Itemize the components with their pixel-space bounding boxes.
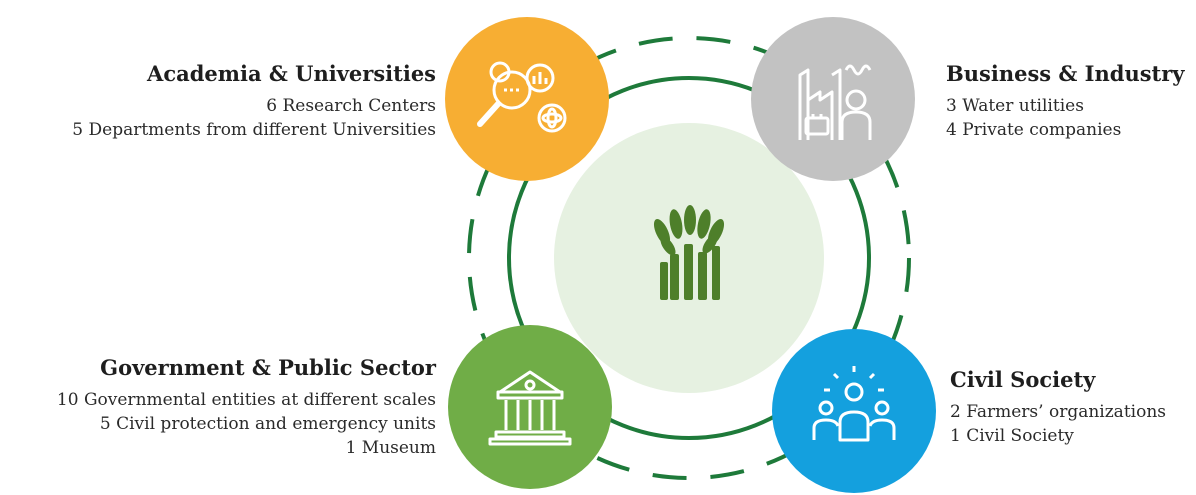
academia-title: Academia & Universities <box>147 61 436 86</box>
business-line-2: 4 Private companies <box>946 120 1122 140</box>
business-node <box>751 17 915 181</box>
factory-briefcase-person-icon <box>798 64 872 140</box>
academia-line-2: 5 Departments from different Universitie… <box>72 120 436 140</box>
business-title: Business & Industry <box>946 61 1185 86</box>
civil-title: Civil Society <box>950 367 1096 392</box>
research-gear-magnifier-icon <box>477 61 567 133</box>
government-group: Government & Public Sector 10 Government… <box>57 354 436 460</box>
academia-group: Academia & Universities 6 Research Cente… <box>72 60 436 142</box>
government-line-3: 1 Museum <box>345 438 436 458</box>
inner-solid-ring <box>507 76 871 440</box>
civil-line-2: 1 Civil Society <box>950 426 1074 446</box>
academia-node <box>445 17 609 181</box>
outer-dashed-ring <box>467 36 911 480</box>
raised-hands-tree-icon <box>653 205 725 300</box>
government-line-1: 10 Governmental entities at different sc… <box>56 390 436 410</box>
government-building-icon <box>488 370 572 446</box>
academia-line-1: 6 Research Centers <box>266 96 436 116</box>
civil-line-1: 2 Farmers’ organizations <box>950 402 1166 422</box>
government-node <box>448 325 612 489</box>
business-group: Business & Industry 3 Water utilities 4 … <box>946 60 1185 142</box>
government-title: Government & Public Sector <box>100 355 436 380</box>
civil-group: Civil Society 2 Farmers’ organizations 1… <box>950 366 1166 448</box>
community-people-icon <box>812 366 896 442</box>
civil-node <box>772 329 936 493</box>
government-line-2: 5 Civil protection and emergency units <box>99 414 436 434</box>
business-line-1: 3 Water utilities <box>946 96 1084 116</box>
